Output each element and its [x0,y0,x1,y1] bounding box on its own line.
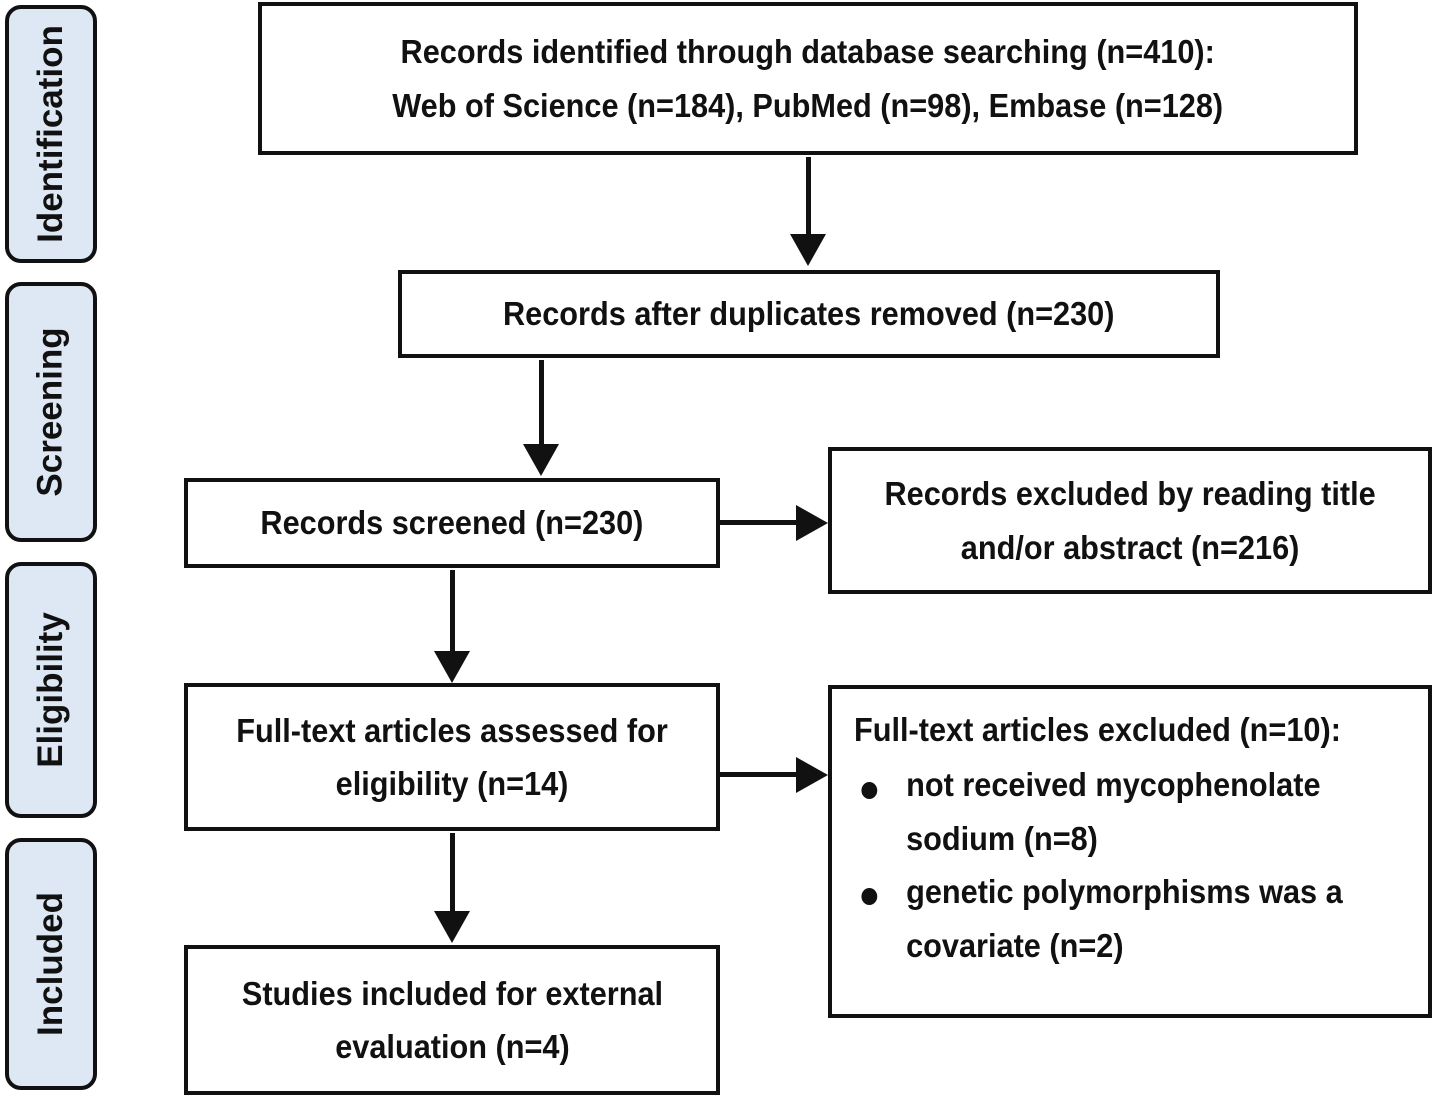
stage-label-included-text: Included [31,892,70,1036]
connector-line-identified-to-duplicates [806,157,811,237]
stage-label-identification: Identification [5,5,97,263]
box-records-screened-text: Records screened (n=230) [261,496,644,549]
box-records-screened-line1: Records screened (n=230) [260,504,644,542]
box-records-after-duplicates-text: Records after duplicates removed (n=230) [503,287,1114,340]
connector-line-fulltext-to-included [450,833,455,915]
arrow-head-fulltext-to-included [434,911,470,943]
list-item: not received mycophenolate sodium (n=8) [854,758,1379,865]
stage-label-included: Included [5,838,97,1090]
stage-label-screening-text: Screening [31,327,71,497]
connector-line-duplicates-to-screened [539,360,544,448]
connector-line-screened-to-fulltext [450,570,455,655]
box-studies-included-line1: Studies included for external [241,974,663,1012]
list-item: genetic polymorphisms was a covariate (n… [854,865,1379,972]
box-studies-included-text: Studies included for external evaluation… [241,967,662,1074]
box-records-excluded-line2: and/or abstract (n=216) [960,528,1300,566]
box-records-after-duplicates: Records after duplicates removed (n=230) [398,270,1220,358]
fulltext-excluded-reason-1: not received mycophenolate sodium (n=8) [906,766,1321,857]
box-fulltext-assessed-line1: Full-text articles assessed for [236,711,668,749]
box-fulltext-assessed: Full-text articles assessed for eligibil… [184,683,720,831]
connector-line-screened-to-excluded [720,520,802,525]
box-records-excluded-title-abstract-text: Records excluded by reading title and/or… [884,467,1375,574]
fulltext-excluded-reason-2: genetic polymorphisms was a covariate (n… [906,873,1343,964]
arrow-head-identified-to-duplicates [790,234,826,266]
box-studies-included: Studies included for external evaluation… [184,945,720,1095]
box-records-identified-line1: Records identified through database sear… [400,33,1216,71]
arrow-head-screened-to-excluded [796,505,828,541]
box-records-identified-line2: Web of Science (n=184), PubMed (n=98), E… [392,86,1224,124]
connector-line-fulltext-to-excluded [720,772,802,777]
arrow-head-screened-to-fulltext [434,651,470,683]
box-fulltext-excluded: Full-text articles excluded (n=10): not … [828,685,1432,1018]
stage-label-eligibility-text: Eligibility [31,612,71,768]
box-records-identified: Records identified through database sear… [258,2,1358,155]
fulltext-excluded-reason-list: not received mycophenolate sodium (n=8) … [854,758,1379,972]
box-fulltext-assessed-text: Full-text articles assessed for eligibil… [236,704,668,811]
arrow-head-fulltext-to-excluded [796,757,828,793]
stage-label-eligibility: Eligibility [5,562,97,818]
box-fulltext-assessed-line2: eligibility (n=14) [335,765,569,802]
box-records-excluded-title-abstract: Records excluded by reading title and/or… [828,447,1432,594]
stage-label-screening: Screening [5,282,97,542]
box-records-identified-text: Records identified through database sear… [393,25,1224,132]
box-fulltext-excluded-heading: Full-text articles excluded (n=10): [854,711,1341,748]
stage-label-identification-text: Identification [31,25,70,243]
box-records-after-duplicates-line1: Records after duplicates removed (n=230) [503,295,1115,333]
box-fulltext-excluded-text: Full-text articles excluded (n=10): not … [854,703,1379,972]
box-records-excluded-line1: Records excluded by reading title [884,475,1376,513]
box-studies-included-line2: evaluation (n=4) [334,1028,570,1065]
box-records-screened: Records screened (n=230) [184,478,720,568]
bullet-icon [861,781,878,799]
bullet-icon [861,888,878,906]
arrow-head-duplicates-to-screened [523,444,559,476]
